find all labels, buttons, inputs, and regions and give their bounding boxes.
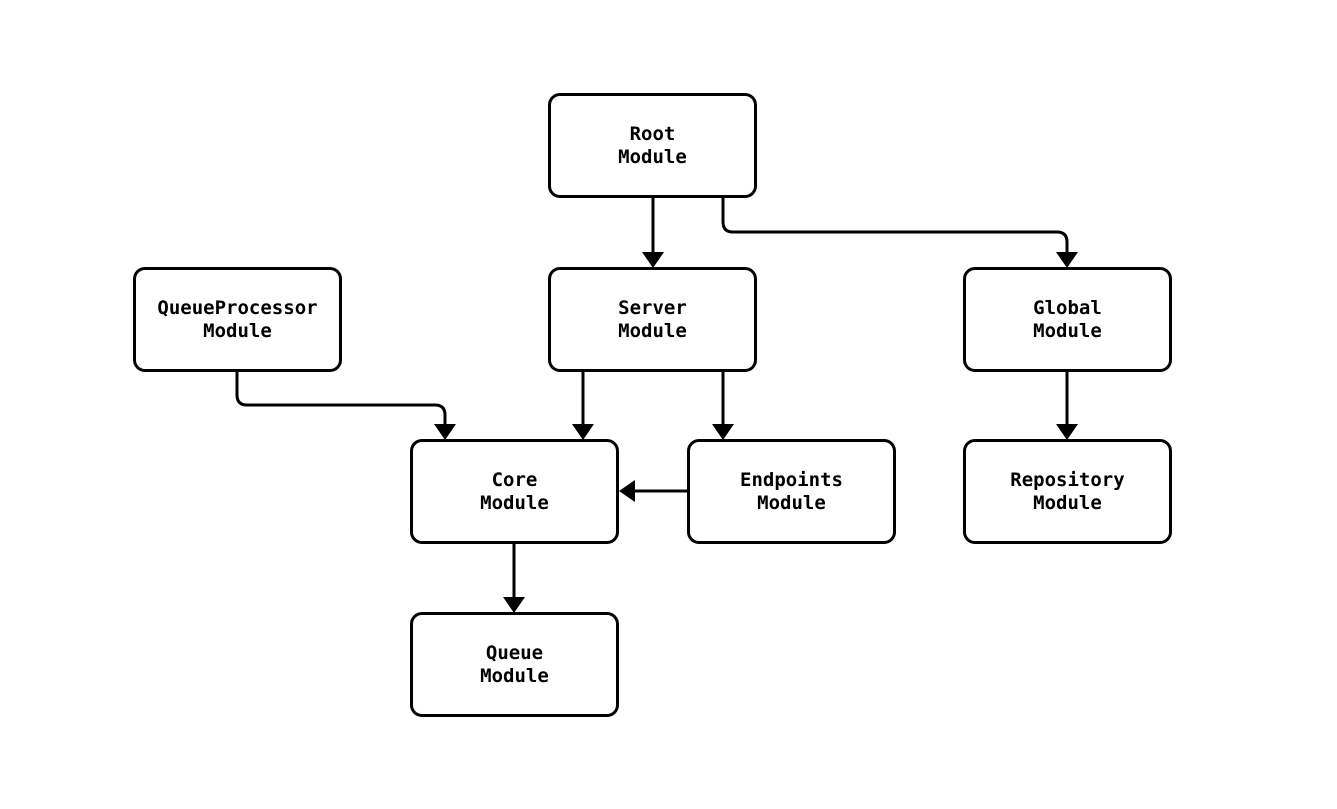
node-queueprocessor-module: QueueProcessor Module	[133, 267, 342, 372]
node-queueprocessor-module-label: QueueProcessor Module	[157, 296, 318, 342]
node-endpoints-module: Endpoints Module	[687, 439, 896, 544]
node-core-module-label: Core Module	[480, 468, 549, 514]
edge-server-core	[572, 372, 594, 440]
edge-server-endpoints	[712, 372, 734, 440]
node-endpoints-module-label: Endpoints Module	[740, 468, 843, 514]
edge-root-global	[721, 197, 1078, 268]
edge-root-server	[642, 197, 664, 268]
node-global-module: Global Module	[963, 267, 1172, 372]
edge-endpoints-core	[619, 480, 687, 502]
node-server-module: Server Module	[548, 267, 757, 372]
node-server-module-label: Server Module	[618, 296, 687, 342]
edge-core-queue	[503, 544, 525, 613]
node-global-module-label: Global Module	[1033, 296, 1102, 342]
node-repository-module-label: Repository Module	[1010, 468, 1125, 514]
node-queue-module-label: Queue Module	[480, 641, 549, 687]
edge-global-repository	[1056, 372, 1078, 440]
node-root-module: Root Module	[548, 93, 757, 198]
node-repository-module: Repository Module	[963, 439, 1172, 544]
node-core-module: Core Module	[410, 439, 619, 544]
node-root-module-label: Root Module	[618, 122, 687, 168]
edge-queueprocessor-core	[235, 372, 456, 440]
node-queue-module: Queue Module	[410, 612, 619, 717]
